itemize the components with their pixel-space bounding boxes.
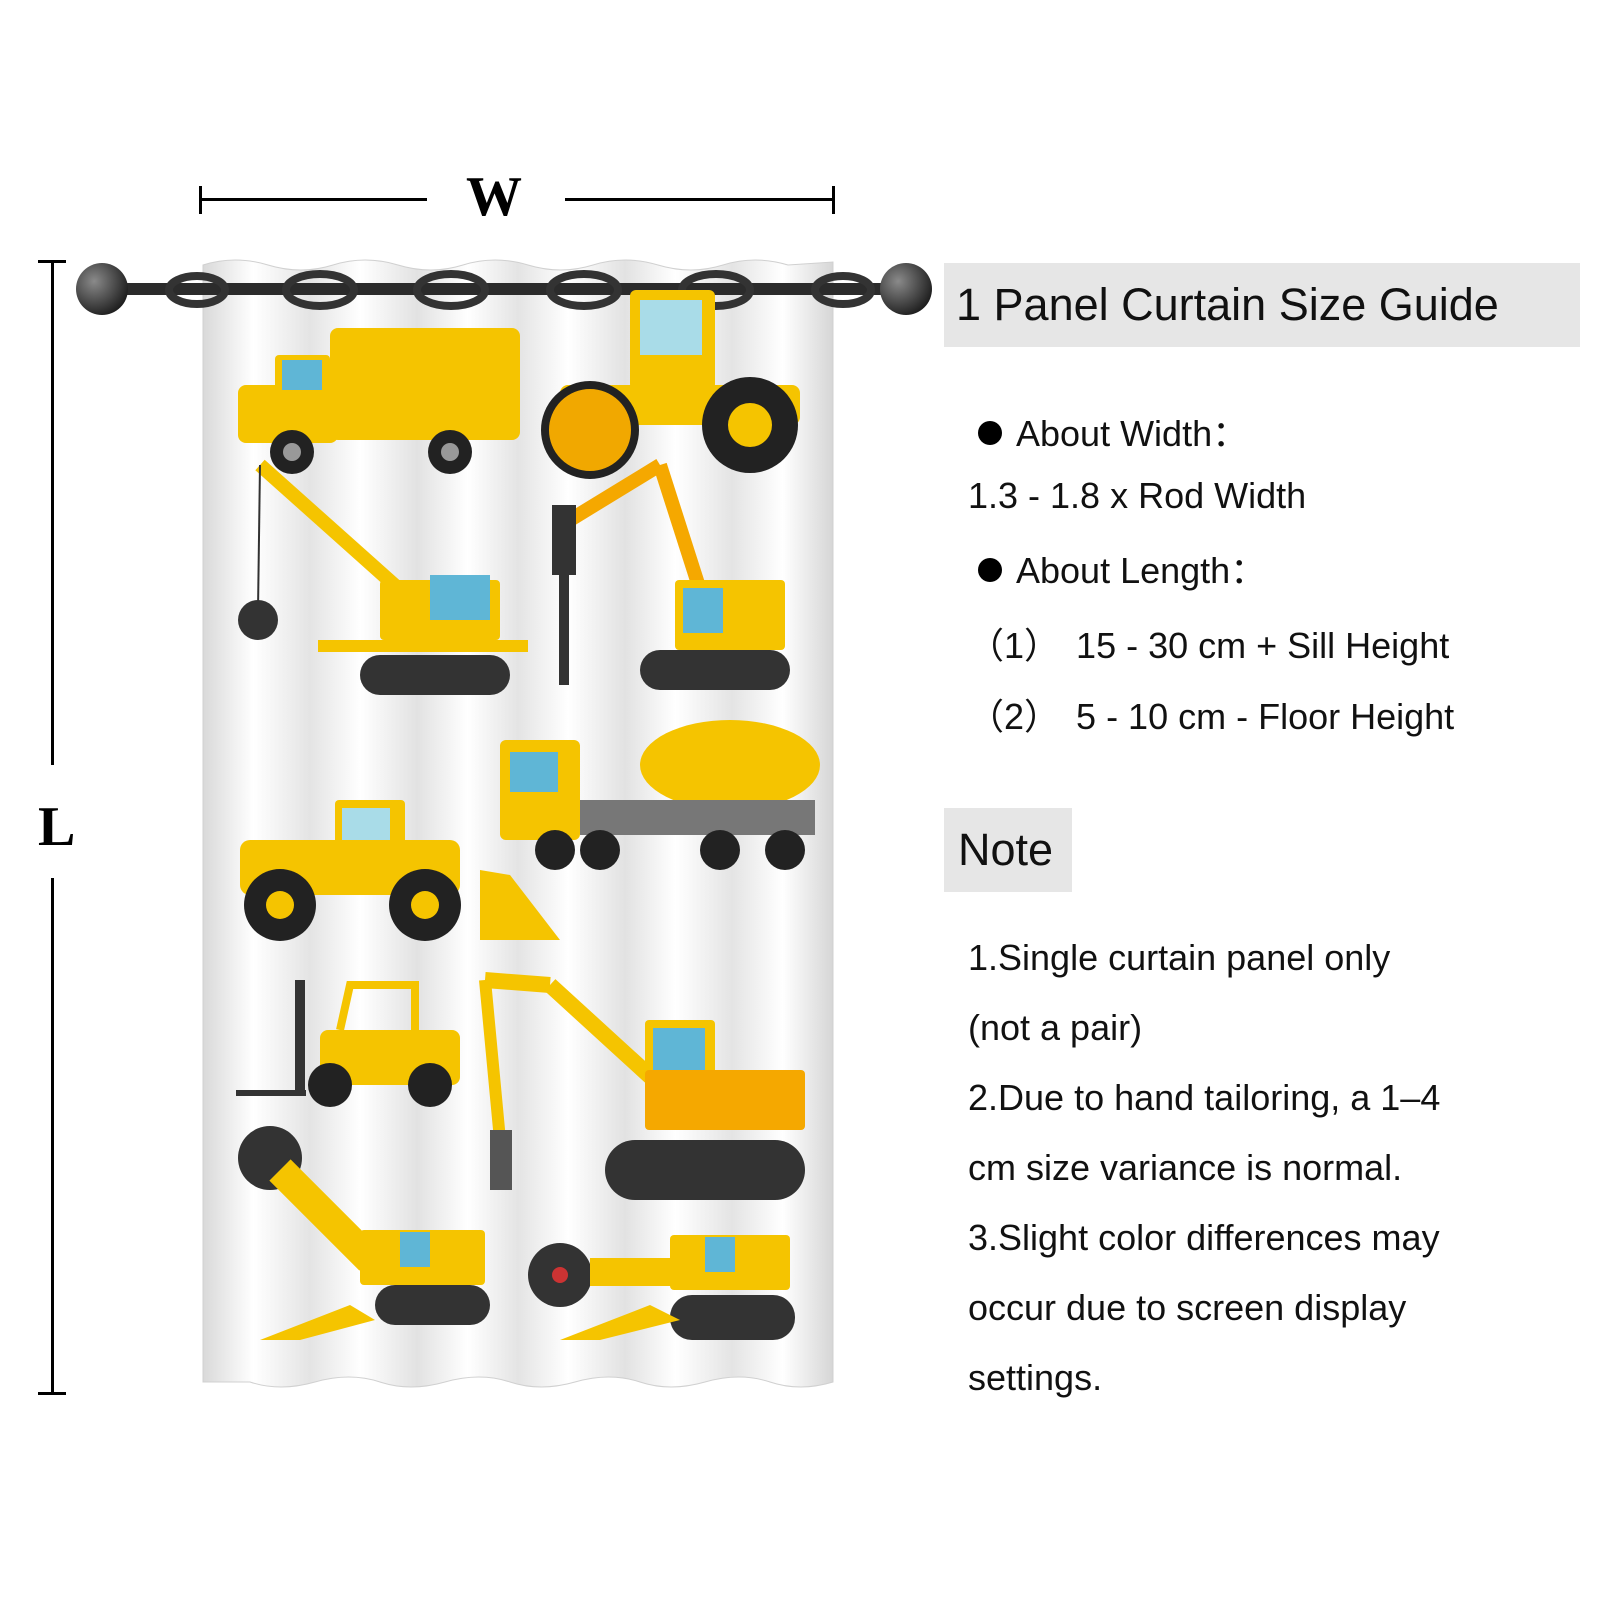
length-item-1: （1） 15 - 30 cm + Sill Height (968, 617, 1449, 669)
cement-mixer-icon (500, 720, 820, 870)
curtain-rod (100, 283, 920, 295)
length-line-top (51, 260, 54, 765)
note-line: settings. (968, 1357, 1103, 1398)
trencher-left-icon (238, 1126, 490, 1340)
about-width-value: 1.3 - 1.8 x Rod Width (968, 475, 1307, 516)
width-label: W (466, 166, 522, 228)
garbage-truck-icon (238, 328, 520, 474)
length-label: L (38, 796, 76, 858)
rod-finial-right (880, 263, 932, 315)
length-item-text: 5 - 10 cm - Floor Height (1076, 696, 1455, 737)
about-length-heading: About Length： (978, 542, 1266, 594)
rod-finial-left (76, 263, 128, 315)
note-line: occur due to screen display (968, 1287, 1407, 1328)
bullet-icon (978, 558, 1002, 583)
curtain-illustration (76, 259, 932, 1388)
note-line: 1.Single curtain panel only (968, 937, 1391, 978)
note-line: 2.Due to hand tailoring, a 1–4 (968, 1077, 1441, 1118)
grommets (165, 270, 875, 310)
width-line-left (199, 198, 427, 201)
note-line: 3.Slight color differences may (968, 1217, 1440, 1258)
length-item-text: 15 - 30 cm + Sill Height (1076, 625, 1450, 666)
forklift-icon (236, 980, 460, 1107)
note-title: Note (944, 808, 1072, 892)
note-line: (not a pair) (968, 1007, 1143, 1048)
crane-icon (238, 459, 528, 695)
length-bottom-tick (38, 1392, 66, 1395)
road-roller-icon (541, 290, 800, 479)
note-line: cm size variance is normal. (968, 1147, 1403, 1188)
drill-excavator-icon (552, 459, 790, 690)
trencher-right-icon (528, 1235, 795, 1340)
wheel-loader-icon (240, 800, 560, 941)
width-line-right (565, 198, 835, 201)
length-item-marker: （2） (968, 696, 1061, 737)
about-length-label: About Length： (1016, 550, 1267, 591)
width-right-tick (832, 186, 835, 214)
about-width-label: About Width： (1016, 413, 1249, 454)
excavator-icon (479, 972, 805, 1200)
bullet-icon (978, 421, 1002, 446)
length-item-2: （2） 5 - 10 cm - Floor Height (968, 688, 1454, 740)
size-guide-title: 1 Panel Curtain Size Guide (944, 263, 1580, 347)
length-item-marker: （1） (968, 625, 1061, 666)
about-width-heading: About Width： (978, 405, 1248, 457)
length-line-bottom (51, 878, 54, 1394)
